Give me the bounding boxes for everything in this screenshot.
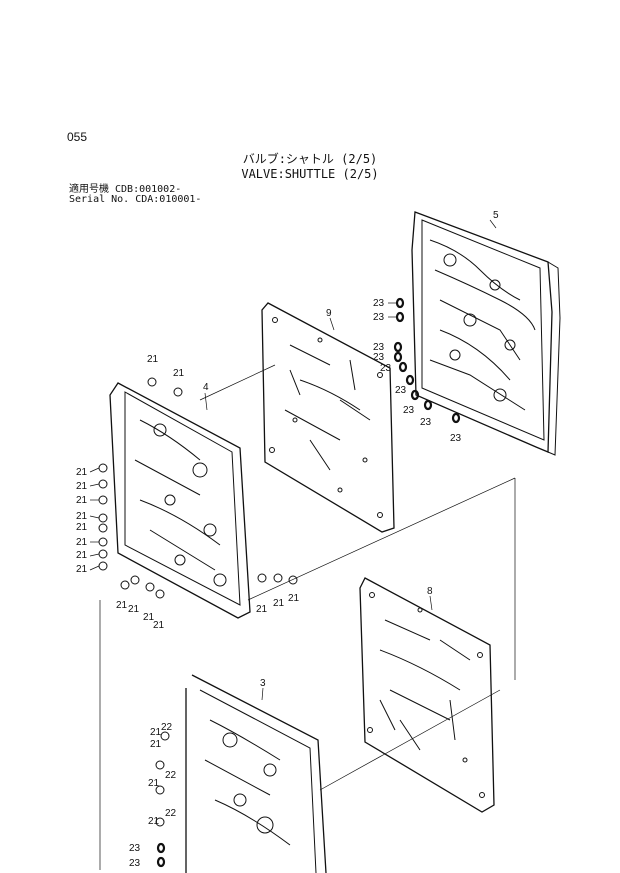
callout-21: 21: [147, 354, 159, 365]
callout-23: 23: [129, 858, 141, 869]
callout-23: 23: [373, 298, 385, 309]
callout-3: 3: [260, 678, 266, 689]
callout-21: 21: [148, 816, 160, 827]
callout-21: 21: [256, 604, 268, 615]
title-english: VALVE:SHUTTLE (2/5): [241, 167, 379, 181]
serial-line-1: 適用号機 CDB:001002-: [69, 184, 182, 195]
seal-23-group: [156, 297, 461, 868]
part-3-valve-body: [185, 674, 327, 873]
callout-23: 23: [395, 385, 407, 396]
callout-21: 21: [76, 467, 88, 478]
callout-21: 21: [148, 778, 160, 789]
callout-23: 23: [380, 363, 392, 374]
callout-21: 21: [150, 727, 162, 738]
callout-21: 21: [116, 600, 128, 611]
plug-21-group: [98, 377, 298, 827]
callout-23: 23: [373, 352, 385, 363]
callout-21: 21: [76, 481, 88, 492]
callout-22: 22: [165, 808, 177, 819]
page-number: 055: [67, 130, 88, 144]
title-japanese: バルブ:シャトル (2/5): [242, 152, 378, 166]
serial-line-2: Serial No. CDA:010001-: [69, 194, 202, 205]
callout-5: 5: [493, 210, 499, 221]
callout-8: 8: [427, 586, 433, 597]
leader-lines: [89, 219, 497, 701]
callout-21: 21: [143, 612, 155, 623]
part-5-valve-body: [411, 211, 561, 456]
callout-23: 23: [403, 405, 415, 416]
callout-labels: 5 9 4 8 3 23 23 23 23 23 23 23 23 23 21 …: [76, 210, 499, 869]
callout-21: 21: [76, 550, 88, 561]
callout-21: 21: [76, 537, 88, 548]
callout-21: 21: [173, 368, 185, 379]
callout-21: 21: [128, 604, 140, 615]
assembly-guide-lines: [99, 364, 516, 870]
callout-21: 21: [273, 598, 285, 609]
callout-9: 9: [326, 308, 332, 319]
part-8-plate: [359, 577, 495, 813]
callout-21: 21: [76, 495, 88, 506]
callout-23: 23: [373, 342, 385, 353]
part-9-plate: [261, 302, 395, 533]
callout-23: 23: [129, 843, 141, 854]
callout-21: 21: [76, 511, 88, 522]
callout-21: 21: [153, 620, 165, 631]
part-4-valve-body: [109, 382, 251, 619]
callout-21: 21: [288, 593, 300, 604]
callout-22: 22: [161, 722, 173, 733]
callout-23: 23: [373, 312, 385, 323]
callout-4: 4: [203, 382, 209, 393]
callout-21: 21: [76, 522, 88, 533]
callout-23: 23: [450, 433, 462, 444]
callout-21: 21: [150, 739, 162, 750]
callout-21: 21: [76, 564, 88, 575]
callout-22: 22: [165, 770, 177, 781]
callout-23: 23: [420, 417, 432, 428]
